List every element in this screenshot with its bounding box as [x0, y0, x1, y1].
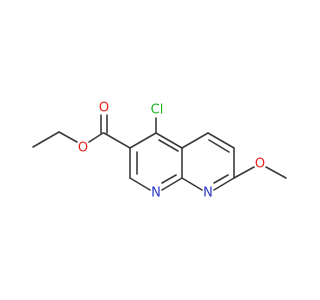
atom-label-nitrogen-1: N	[151, 186, 161, 201]
bond-ch2-oester	[58, 131, 78, 143]
molecule-structure: O O Cl N N O	[32, 101, 287, 201]
bond-c8a-n1	[161, 177, 183, 191]
bond-c7-omethoxy	[233, 166, 255, 179]
atom-label-ester-oxygen: O	[78, 141, 88, 156]
bond-c8a-n1-inner	[161, 174, 177, 184]
bond-c4-c4a	[155, 132, 183, 149]
structure-canvas: O O Cl N N O	[32, 101, 287, 201]
atom-label-methoxy-oxygen: O	[255, 157, 265, 172]
atom-label-chlorine: Cl	[151, 103, 164, 118]
bond-n8-c8a	[181, 177, 203, 191]
bond-ccarbonyl-c3	[103, 132, 131, 149]
bond-ch3-ch2	[32, 131, 60, 148]
bond-c5-c6	[207, 132, 235, 149]
bond-c5-c6-inner	[208, 139, 230, 153]
bond-oester-ccarbonyl	[88, 132, 104, 143]
bond-omethoxy-ch3	[265, 166, 287, 179]
atom-label-carbonyl-oxygen: O	[99, 101, 109, 116]
bond-c4a-c5	[181, 132, 209, 149]
bond-c3-c4	[129, 132, 157, 149]
bond-c4-c4a-inner	[158, 139, 179, 152]
bond-c7-n8	[213, 177, 235, 191]
bond-n1-c2	[129, 177, 151, 191]
bond-c7-n8-inner	[213, 174, 229, 184]
atom-label-nitrogen-8: N	[203, 186, 213, 201]
